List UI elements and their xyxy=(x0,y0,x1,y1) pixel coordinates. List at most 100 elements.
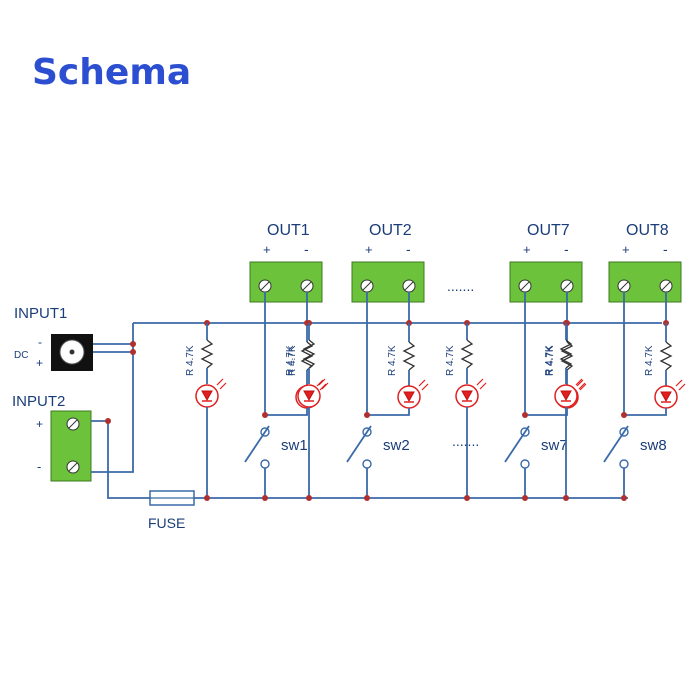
junction-dot xyxy=(105,418,111,424)
output-plus-label: + xyxy=(523,242,531,257)
junction-dot xyxy=(464,495,470,501)
fuse-label: FUSE xyxy=(148,515,185,531)
switch-contact xyxy=(619,459,629,469)
terminal-screw-slot xyxy=(661,281,671,291)
led-ray xyxy=(479,382,487,390)
output-plus-label: + xyxy=(263,242,271,257)
resistor-symbol xyxy=(559,339,573,369)
resistor-symbol xyxy=(200,339,214,369)
led-return-wire xyxy=(367,408,410,416)
resistor-label: R 4.7K xyxy=(387,345,398,376)
led-return-wire xyxy=(265,408,308,416)
switch-contact xyxy=(520,459,530,469)
junction-dot xyxy=(621,495,627,501)
switch-lever xyxy=(346,425,372,463)
led-ray xyxy=(579,383,587,391)
resistor-label: R 4.7K xyxy=(545,345,556,376)
switch-lever xyxy=(504,425,530,463)
terminal-screw-slot xyxy=(302,281,312,291)
output-plus-label: + xyxy=(622,242,630,257)
input1-minus-label: - xyxy=(38,335,42,349)
switch-contact xyxy=(260,459,270,469)
junction-dot xyxy=(563,495,569,501)
led-return-wire xyxy=(525,408,568,416)
led-triangle xyxy=(303,390,315,402)
input2-plus-label: + xyxy=(36,417,43,431)
output-label: OUT7 xyxy=(527,222,570,239)
terminal-screw-slot xyxy=(362,281,372,291)
led-ray xyxy=(575,378,583,386)
channel-sw2: OUT2 + - R 4.7K R 4.7K sw2 xyxy=(287,222,429,501)
channel-sw8: OUT8 + - R 4.7K R 4.7K sw8 xyxy=(544,222,686,501)
resistor-label: R 4.7K xyxy=(285,345,296,376)
resistor-symbol xyxy=(560,341,574,371)
switch-contact xyxy=(362,459,372,469)
led-ray xyxy=(678,383,686,391)
led-triangle xyxy=(201,390,213,402)
junction-dot xyxy=(522,495,528,501)
switch-label: sw2 xyxy=(383,437,410,454)
ellipsis-switches: ....... xyxy=(452,433,479,449)
led-triangle xyxy=(403,391,415,403)
led-ray xyxy=(421,383,429,391)
output-minus-label: - xyxy=(406,241,411,257)
input2-label: INPUT2 xyxy=(12,393,65,410)
wiring xyxy=(91,322,662,499)
terminal-screw-slot xyxy=(404,281,414,291)
led-ray xyxy=(418,379,426,387)
led-ray xyxy=(675,379,683,387)
led-triangle xyxy=(461,390,473,402)
switch-label: sw8 xyxy=(640,437,667,454)
input1-label: INPUT1 xyxy=(14,305,67,322)
terminal-screw-slot xyxy=(260,281,270,291)
switch-label: sw7 xyxy=(541,437,568,454)
terminal-screw-slot xyxy=(520,281,530,291)
fuse xyxy=(149,490,195,506)
resistor-label: R 4.7K xyxy=(544,345,555,376)
led-ray xyxy=(576,379,584,387)
led-ray xyxy=(219,382,227,390)
switch-label: sw1 xyxy=(281,437,308,454)
resistor-label: R 4.7K xyxy=(644,345,655,376)
junction-dot xyxy=(621,412,627,418)
output-label: OUT8 xyxy=(626,222,669,239)
junction-dot xyxy=(262,412,268,418)
terminal-screw-slot xyxy=(562,281,572,291)
dc-jack xyxy=(51,334,93,371)
led-ray xyxy=(321,382,329,390)
junction-dot xyxy=(364,412,370,418)
input2-minus-label: - xyxy=(37,459,41,474)
output-minus-label: - xyxy=(564,241,569,257)
led-ray xyxy=(578,382,586,390)
resistor-label: R 4.7K xyxy=(445,345,456,376)
page-title: Schema xyxy=(32,52,191,93)
led-ray xyxy=(476,378,484,386)
resistor-symbol xyxy=(659,341,673,371)
led-ray xyxy=(318,378,326,386)
led-ray xyxy=(319,383,327,391)
resistor-symbol xyxy=(402,341,416,371)
input1-dc-label: DC xyxy=(14,350,28,361)
terminal-screw-slot xyxy=(619,281,629,291)
junction-dot xyxy=(364,495,370,501)
switch-lever xyxy=(244,425,270,463)
led-triangle xyxy=(560,390,572,402)
junction-dot xyxy=(522,412,528,418)
output-plus-label: + xyxy=(365,242,373,257)
output-minus-label: - xyxy=(663,241,668,257)
input2-terminal-block xyxy=(50,410,92,482)
resistor-label: R 4.7K xyxy=(287,345,298,376)
input1-plus-label: + xyxy=(36,356,43,370)
junction-dot xyxy=(306,495,312,501)
junction-dot xyxy=(130,349,136,355)
output-label: OUT2 xyxy=(369,222,412,239)
resistor-symbol xyxy=(460,339,474,369)
resistor-label: R 4.7K xyxy=(185,345,196,376)
led-ray xyxy=(216,378,224,386)
led-ray xyxy=(316,379,324,387)
output-minus-label: - xyxy=(304,241,309,257)
junction-dot xyxy=(130,341,136,347)
